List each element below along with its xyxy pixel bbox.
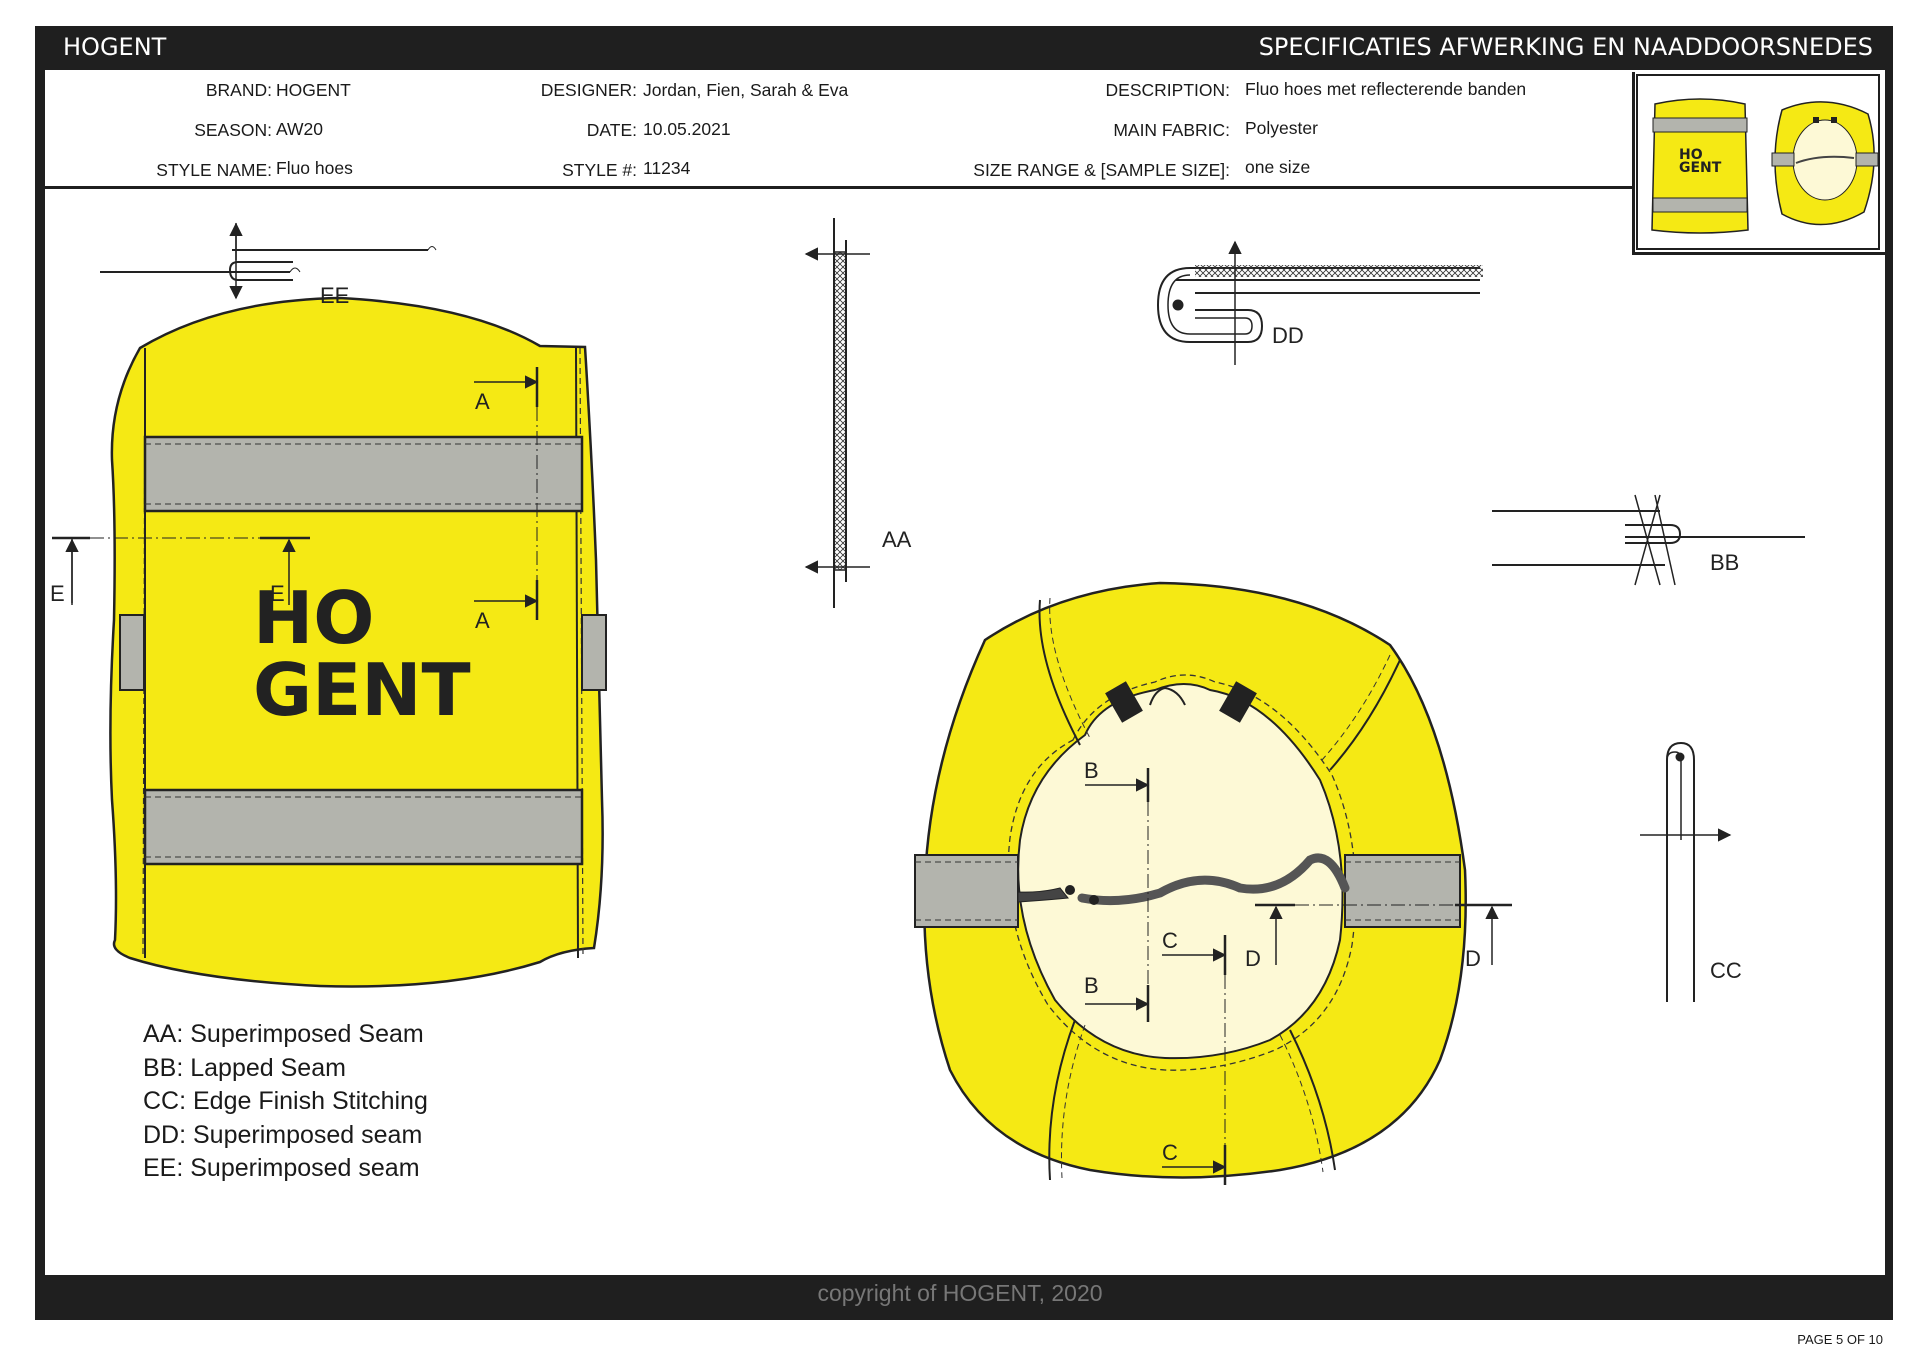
label-c-bottom: C: [1162, 1140, 1178, 1165]
seam-cc-diagram: [1640, 741, 1732, 1002]
style-name-value: Fluo hoes: [276, 158, 353, 178]
seam-bb-diagram: [1492, 494, 1805, 586]
page-number: PAGE 5 OF 10: [1797, 1332, 1883, 1347]
main-fabric-value: Polyester: [1245, 118, 1318, 138]
seam-legend: AA: Superimposed Seam BB: Lapped Seam CC…: [143, 1018, 428, 1186]
label-ee: EE: [320, 283, 349, 308]
date-label: DATE:: [586, 120, 637, 140]
label-c-top: C: [1162, 928, 1178, 953]
back-view-garment: [914, 581, 1467, 1181]
seam-aa-diagram: [804, 218, 870, 608]
seam-ee-diagram: [100, 222, 437, 300]
front-logo-line2: GENT: [253, 648, 471, 732]
brand-name: HOGENT: [63, 33, 167, 61]
copyright-footer: copyright of HOGENT, 2020: [817, 1280, 1103, 1306]
description-value: Fluo hoes met reflecterende banden: [1245, 79, 1527, 99]
legend-item: CC: Edge Finish Stitching: [143, 1087, 428, 1115]
label-b-top: B: [1084, 758, 1099, 783]
season-label: SEASON:: [194, 120, 272, 140]
legend-item: DD: Superimposed seam: [143, 1120, 423, 1149]
label-e-inner: E: [270, 581, 285, 606]
sheet-title: SPECIFICATIES AFWERKING EN NAADDOORSNEDE…: [1258, 33, 1873, 61]
label-a-bottom: A: [475, 608, 490, 633]
thumbnail-back: [1771, 101, 1879, 226]
label-e-left: E: [50, 581, 65, 606]
label-d-inner: D: [1245, 946, 1261, 971]
designer-label: DESIGNER:: [540, 80, 637, 100]
legend-item: AA: Superimposed Seam: [143, 1020, 424, 1048]
reflective-band-bottom: [143, 788, 584, 866]
thumb-logo-line2: GENT: [1679, 160, 1722, 176]
label-cc: CC: [1710, 958, 1742, 983]
size-range-label: SIZE RANGE & [SAMPLE SIZE]:: [973, 160, 1230, 180]
label-a-top: A: [475, 389, 490, 414]
label-bb: BB: [1710, 550, 1739, 575]
season-value: AW20: [276, 119, 324, 139]
style-number-value: 11234: [643, 158, 691, 178]
legend-item: BB: Lapped Seam: [143, 1053, 346, 1082]
date-value: 10.05.2021: [643, 119, 731, 139]
seam-dd-diagram: [1156, 240, 1483, 365]
label-aa: AA: [882, 527, 912, 552]
label-dd: DD: [1272, 323, 1304, 348]
header-divider: [45, 186, 1635, 189]
reflective-band-top: [143, 435, 584, 513]
style-name-label: STYLE NAME:: [156, 160, 272, 180]
description-label: DESCRIPTION:: [1105, 80, 1230, 100]
thumb-logo-line1: HO: [1679, 147, 1703, 163]
label-d-outer: D: [1465, 946, 1481, 971]
main-fabric-label: MAIN FABRIC:: [1113, 120, 1230, 140]
brand-label: BRAND:: [205, 80, 272, 100]
designer-value: Jordan, Fien, Sarah & Eva: [643, 80, 849, 100]
front-logo-line1: HO: [253, 576, 374, 660]
size-range-value: one size: [1245, 157, 1311, 177]
brand-value: HOGENT: [276, 80, 351, 100]
label-b-bottom: B: [1084, 973, 1099, 998]
legend-item: EE: Superimposed seam: [143, 1154, 420, 1182]
top-bar: HOGENT SPECIFICATIES AFWERKING EN NAADDO…: [35, 26, 1893, 70]
front-view-garment: HO GENT: [109, 296, 607, 988]
thumbnail-front: HO GENT: [1651, 98, 1749, 234]
style-number-label: STYLE #:: [562, 160, 637, 180]
